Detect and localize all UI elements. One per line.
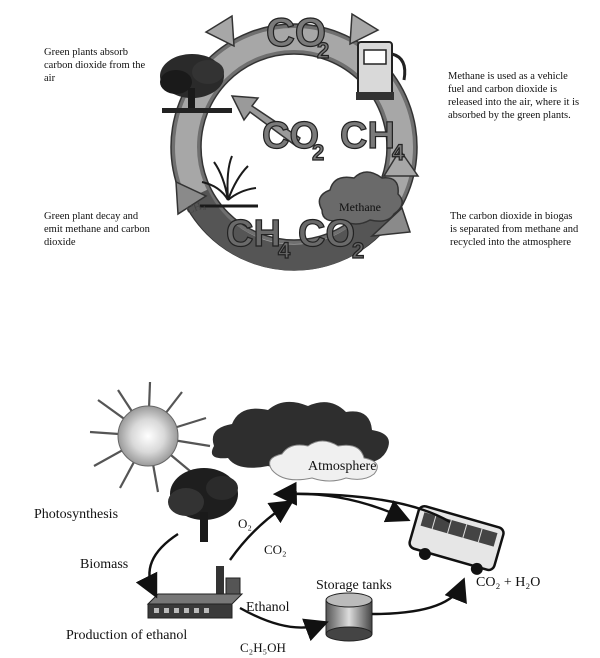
tank-to-bus-arrow <box>371 577 467 616</box>
factory-icon <box>146 566 244 619</box>
tree-icon <box>160 54 232 113</box>
decaying-plant-icon <box>200 155 258 208</box>
products-label: CO₂ + H₂O <box>476 575 540 590</box>
svg-text:4: 4 <box>278 238 291 263</box>
co2-arrow <box>229 500 295 561</box>
storage-tanks-label: Storage tanks <box>316 578 392 593</box>
ethanol-label: Ethanol <box>246 600 290 615</box>
cycle-ring <box>170 23 418 271</box>
ring-arrow-bottom-right-icon <box>369 206 412 237</box>
ch4-bottom-label: CH 4 <box>225 212 291 263</box>
svg-text:CO: CO <box>298 213 355 255</box>
cloud-icon <box>211 401 389 482</box>
fuel-pump-icon <box>356 41 407 100</box>
ring-arrow-left-icon <box>204 14 235 48</box>
svg-text:2: 2 <box>352 238 364 263</box>
ring-arrow-right-icon <box>382 148 420 177</box>
co2-label: CO₂ <box>264 542 287 557</box>
svg-text:2: 2 <box>312 140 324 165</box>
note-separate: The carbon dioxide in biogas is separate… <box>450 211 579 248</box>
note-decay: Green plant decay and emit methane and c… <box>44 211 150 248</box>
production-label: Production of ethanol <box>66 628 187 643</box>
co2-bottom-label: CO 2 <box>297 212 364 263</box>
cycle-arrows <box>135 481 467 642</box>
tree-bottom-icon <box>168 468 238 542</box>
methane-cloud-icon <box>318 171 403 225</box>
co2-center-label: CO 2 <box>261 114 324 165</box>
biomass-label: Biomass <box>80 557 128 572</box>
biomass-arrow <box>135 532 179 599</box>
note-absorb: Green plants absorb carbon dioxide from … <box>44 47 146 84</box>
ethanol-arrow <box>239 606 329 642</box>
ring-arrow-top-icon <box>349 12 380 46</box>
svg-text:CH: CH <box>226 213 281 255</box>
svg-text:4: 4 <box>392 140 405 165</box>
atmosphere-label: Atmosphere <box>308 459 376 474</box>
o2-label: O₂ <box>238 516 252 531</box>
co2-top-label: CO 2 <box>265 10 329 63</box>
svg-text:2: 2 <box>317 38 329 63</box>
storage-tank-icon <box>325 592 373 642</box>
photosynthesis-label: Photosynthesis <box>34 507 118 522</box>
bus-icon <box>408 504 505 575</box>
svg-text:CO: CO <box>266 11 326 55</box>
methane-cloud-label: Methane <box>339 200 381 214</box>
svg-text:CH: CH <box>340 115 395 157</box>
o2-arrow <box>289 492 411 523</box>
formula-label: C₂H₅OH <box>240 640 286 655</box>
inner-co2-arrow-icon <box>230 95 301 148</box>
ch4-center-label: CH 4 <box>339 114 405 165</box>
note-vehicle: Methane is used as a vehicle fuel and ca… <box>448 71 580 121</box>
ring-arrow-bottom-left-icon <box>175 180 208 216</box>
svg-text:CO: CO <box>262 115 319 157</box>
sun-icon <box>89 381 211 493</box>
